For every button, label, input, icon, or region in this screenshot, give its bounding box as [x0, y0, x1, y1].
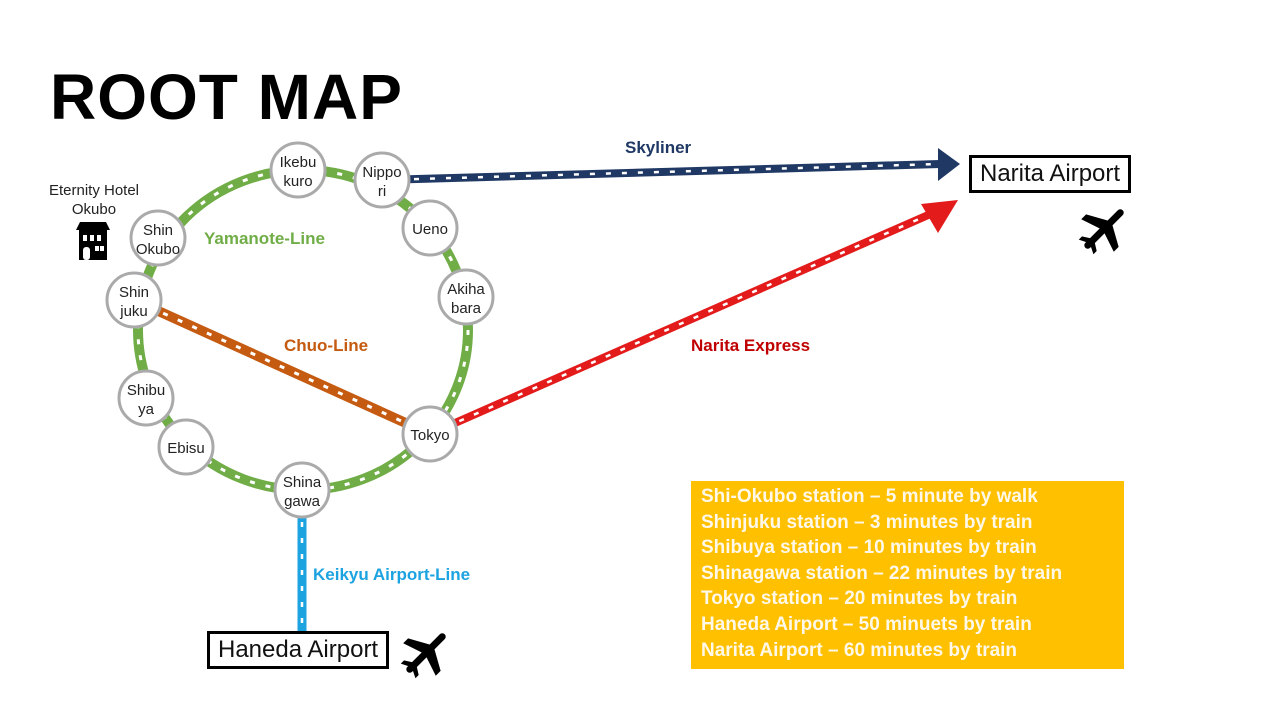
station-shinjuku: Shin juku: [105, 271, 163, 329]
page-title: ROOT MAP: [50, 61, 403, 133]
station-label: ri: [378, 183, 386, 200]
station-label: juku: [119, 303, 148, 320]
station-ebisu: Ebisu: [157, 418, 215, 476]
station-circle: [269, 141, 327, 199]
hotel-name: Eternity Hotel: [48, 182, 140, 199]
station-circle: [117, 369, 175, 427]
station-nippori: Nippo ri: [353, 151, 411, 209]
station-label: Okubo: [136, 241, 180, 258]
haneda-plane-icon: [400, 633, 446, 679]
station-label: Nippo: [362, 164, 401, 181]
narita-express-arrow: [921, 200, 958, 233]
info-line: Shinjuku station – 3 minutes by train: [701, 511, 1033, 533]
info-line: Shi-Okubo station – 5 minute by walk: [701, 486, 1038, 507]
station-label: Ueno: [412, 221, 448, 238]
station-circle: [273, 461, 331, 519]
info-line: Tokyo station – 20 minutes by train: [701, 588, 1018, 610]
station-circle: [157, 418, 215, 476]
station-circle: [437, 268, 495, 326]
station-circle: [353, 151, 411, 209]
hotel-area: Okubo: [71, 201, 117, 218]
station-label: bara: [451, 300, 482, 317]
station-label: Shin: [143, 222, 173, 239]
station-circle: [401, 199, 459, 257]
station-label: gawa: [284, 493, 321, 510]
station-label: Shibu: [127, 382, 165, 399]
info-line: Shinagawa station – 22 minutes by train: [701, 562, 1063, 584]
travel-time-box: Shi-Okubo station – 5 minute by walk Shi…: [691, 481, 1124, 669]
chuo-label: Chuo-Line: [284, 336, 369, 355]
skyliner-label: Skyliner: [625, 138, 692, 157]
station-label: ya: [138, 401, 155, 418]
info-line: Haneda Airport – 50 minuets by train: [701, 613, 1032, 635]
station-tokyo: Tokyo: [401, 405, 459, 463]
station-label: Tokyo: [410, 427, 449, 444]
info-line: Shibuya station – 10 minutes by train: [701, 537, 1037, 559]
station-label: kuro: [283, 173, 312, 190]
station-ikebukuro: Ikebu kuro: [269, 141, 327, 199]
narita-express-label: Narita Express: [691, 336, 811, 355]
station-circle: [105, 271, 163, 329]
keikyu-label: Keikyu Airport-Line: [313, 565, 471, 584]
info-line: Narita Airport – 60 minutes by train: [701, 639, 1018, 661]
station-circle: [129, 209, 187, 267]
station-akihabara: Akiha bara: [437, 268, 495, 326]
skyliner-arrow: [938, 148, 960, 181]
station-label: Ikebu: [280, 154, 317, 171]
hotel-icon: [76, 222, 110, 260]
station-label: Ebisu: [167, 440, 205, 457]
yamanote-label: Yamanote-Line: [204, 229, 325, 248]
station-ueno: Ueno: [401, 199, 459, 257]
haneda-airport-box: Haneda Airport: [207, 631, 390, 669]
station-shibuya: Shibu ya: [117, 369, 175, 427]
station-circle: [401, 405, 459, 463]
station-label: Akiha: [447, 281, 485, 298]
station-label: Shina: [283, 474, 322, 491]
hotel-label: Eternity Hotel Okubo: [40, 181, 148, 219]
station-label: Shin: [119, 284, 149, 301]
narita-plane-icon: [1078, 209, 1124, 255]
station-shinagawa: Shina gawa: [273, 461, 331, 519]
narita-airport-box: Narita Airport: [969, 155, 1132, 193]
